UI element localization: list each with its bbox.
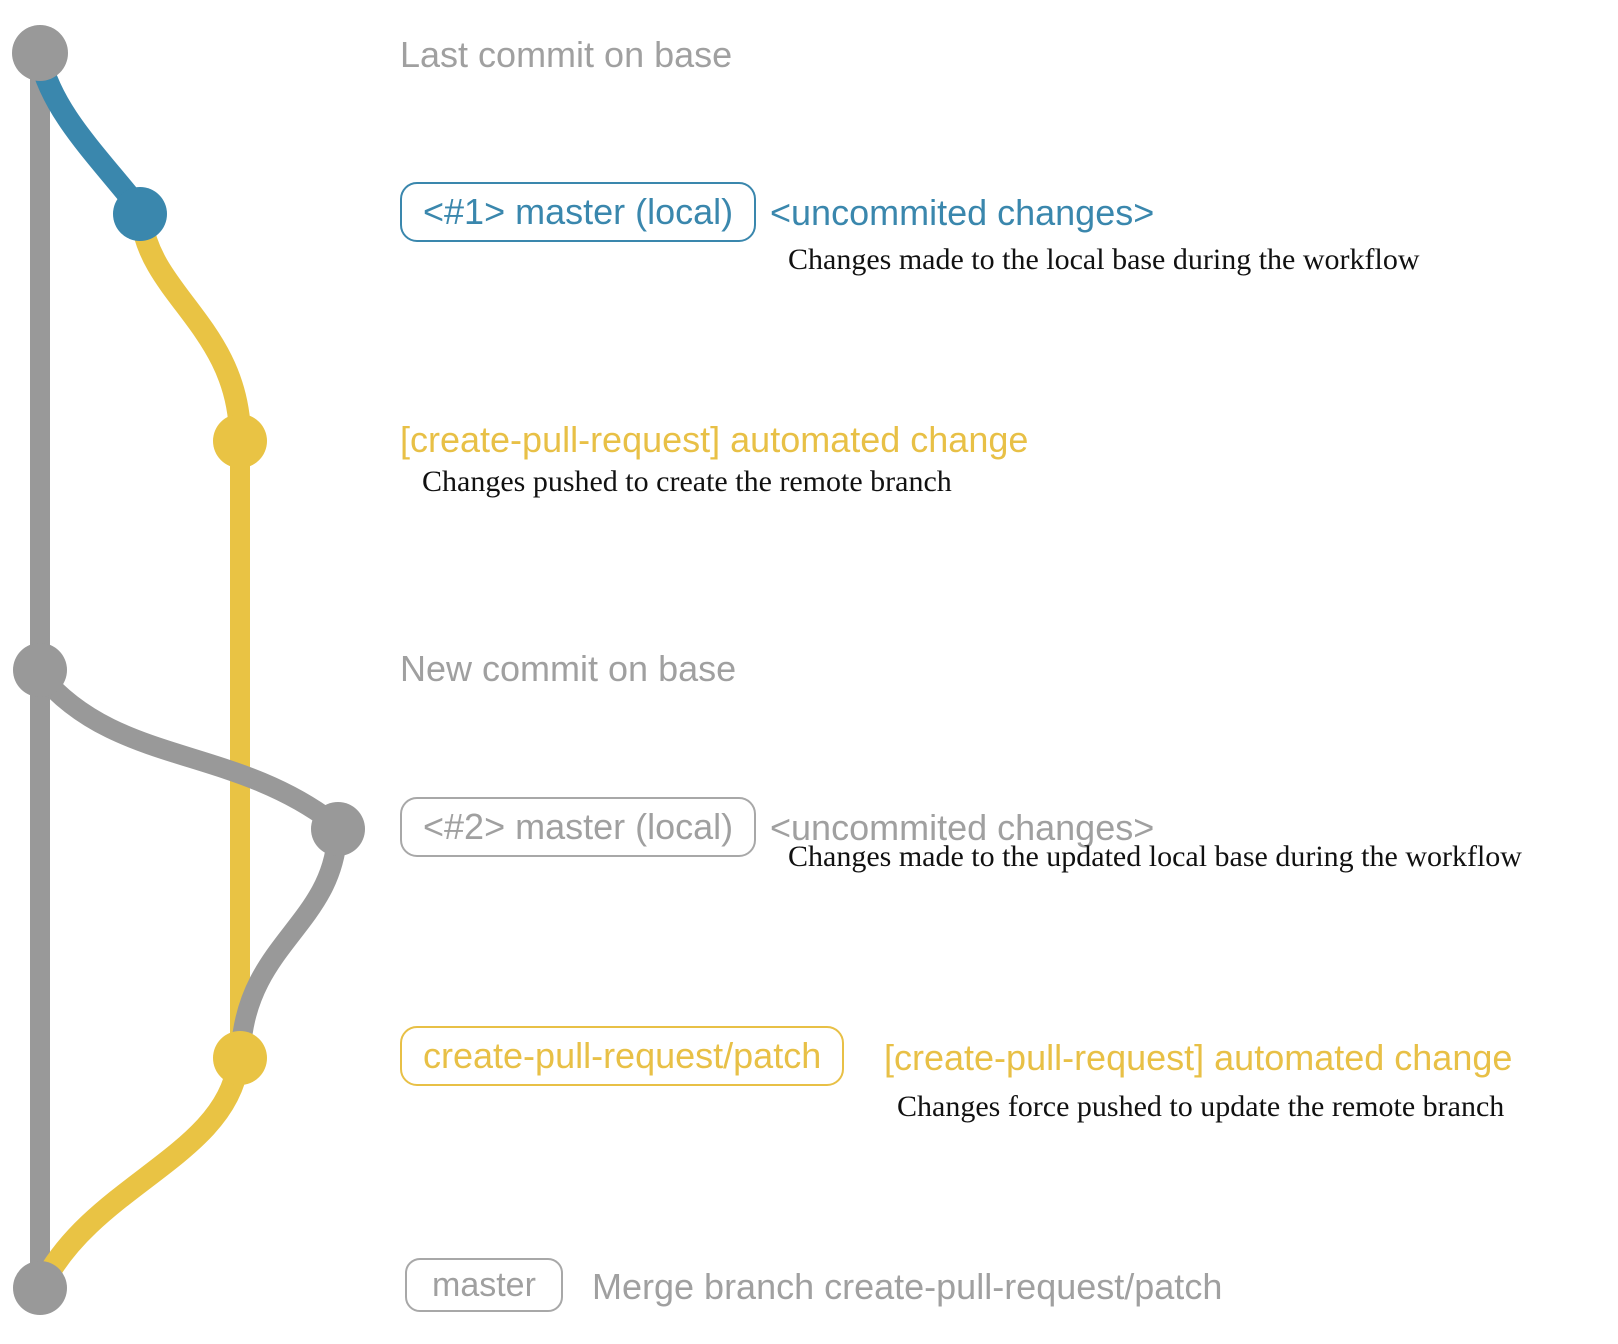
force-push-description: Changes force pushed to update the remot… [897,1090,1505,1123]
last-commit-on-base-label: Last commit on base [400,34,733,75]
commit-dot-new-commit-on-base [13,643,67,697]
master-local-2-badge: <#2> master (local) [400,797,757,857]
local-change-2-description: Changes made to the updated local base d… [788,840,1522,873]
commit-dot-local-change-2 [311,802,365,856]
merge-curve [33,1053,249,1293]
master-badge: master [405,1258,563,1312]
uncommited-changes-2-label: <uncommited changes> [770,807,1155,848]
new-commit-on-base-label: New commit on base [400,648,737,689]
commit-dot-remote-branch-push-2 [213,1031,267,1085]
commit-dot-merge-commit [13,1261,67,1315]
automated-change-2-label: [create-pull-request] automated change [884,1037,1513,1078]
merge-commit-message: Merge branch create-pull-request/patch [592,1266,1223,1307]
commit-dot-remote-branch-push-1 [213,414,267,468]
remote-branch-curve-1 [131,211,251,446]
commit-dot-local-change-1 [113,187,167,241]
local-branch-curve [29,47,145,213]
automated-change-1-label: [create-pull-request] automated change [400,419,1029,460]
updated-local-branch-curve [30,664,342,832]
local-change-1-description: Changes made to the local base during th… [788,243,1420,276]
uncommited-changes-1-label: <uncommited changes> [770,192,1155,233]
commit-dot-last-commit-on-base [12,25,68,81]
create-pull-request-patch-badge: create-pull-request/patch [400,1026,845,1086]
commit-dots [12,25,365,1315]
master-local-1-badge: <#1> master (local) [400,182,757,242]
force-push-curve [231,828,347,1058]
push-description: Changes pushed to create the remote bran… [422,465,952,498]
